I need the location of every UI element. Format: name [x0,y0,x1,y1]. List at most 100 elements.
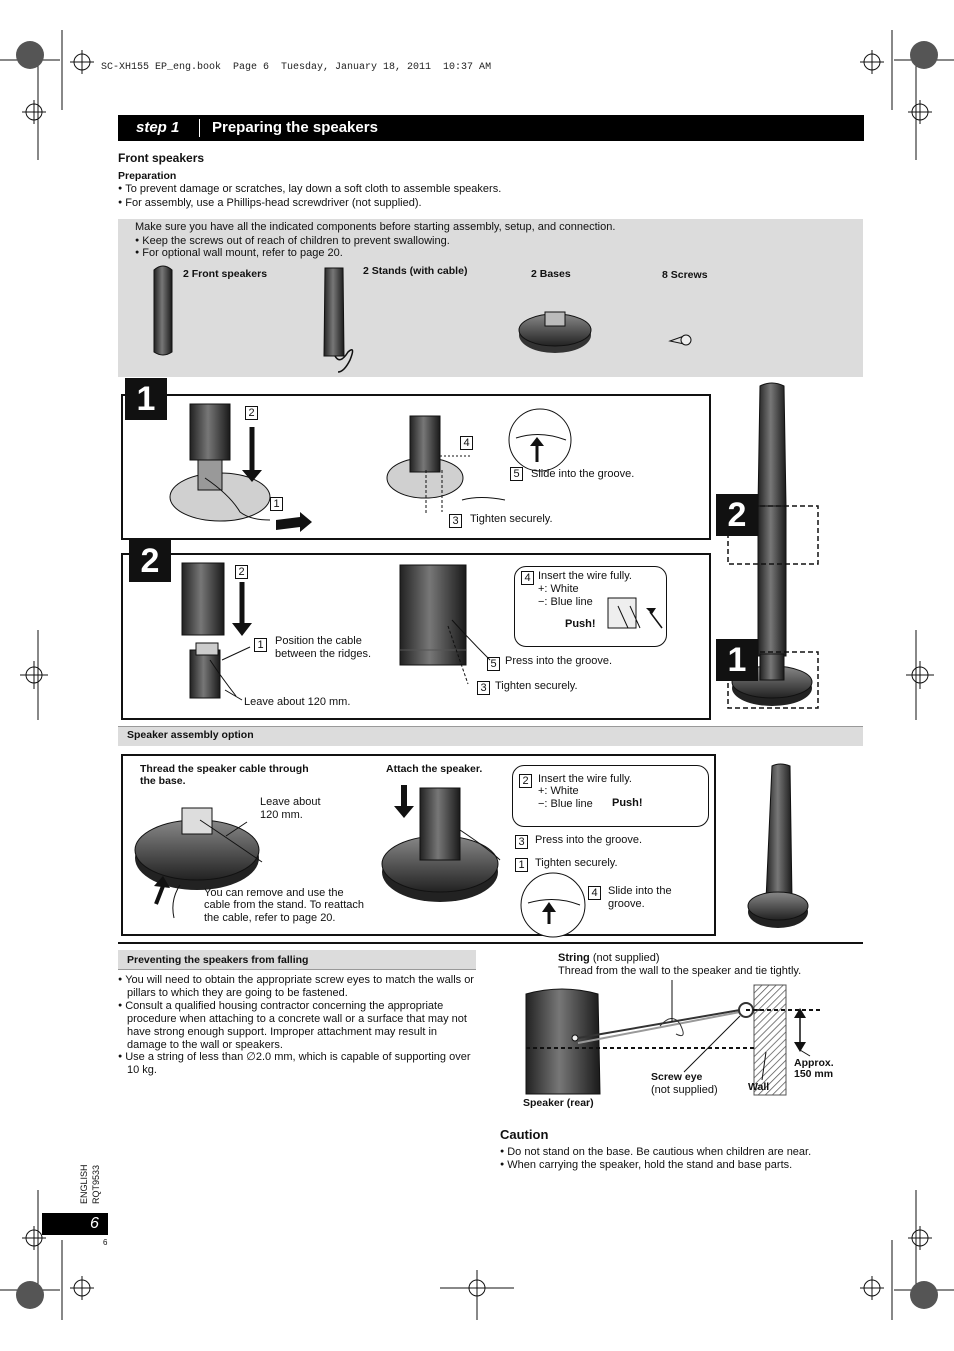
page-number: 6 [90,1215,99,1232]
caution-heading: Caution [500,1127,549,1142]
step2-plus-text: +: White [538,583,579,595]
falling-b2-line4: damage to the wall or speakers. [127,1039,283,1051]
side-label-2: 2 [716,494,758,536]
step2-number: 2 [129,540,171,582]
assembly-option-header [118,726,863,746]
title-divider [199,119,200,137]
step2-position-line1: Position the cable [275,635,362,647]
base-image [518,311,592,353]
step1-label-3: 3 [449,514,462,528]
step1-label-5: 5 [510,467,523,481]
page-title: Preparing the speakers [212,119,378,136]
string-rest: (not supplied) [589,952,660,964]
step2-wire-callout [514,566,667,647]
option-label-2: 2 [519,774,532,788]
approx-line2: 150 mm [794,1068,834,1080]
falling-header [118,950,476,970]
string-bold: String [558,952,590,964]
thread-line1: Thread the speaker cable through [140,763,309,775]
step2-minus-text: −: Blue line [538,596,593,608]
step1-label-4: 4 [460,436,473,450]
attach-text: Attach the speaker. [386,763,483,775]
falling-heading: Preventing the speakers from falling [127,954,309,966]
option-wire-callout [512,765,709,827]
item-stands: 2 Stands (with cable) [363,265,468,277]
prep-bullet-1: To prevent damage or scratches, lay down… [118,182,501,196]
option-press-text: Press into the groove. [535,834,643,846]
step1-label-2: 2 [245,406,258,420]
step2-leave-text: Leave about 120 mm. [244,696,351,708]
leave-line2: 120 mm. [260,809,303,821]
option-slide-line1: Slide into the [608,885,672,897]
wall-label: Wall [748,1081,770,1093]
front-speaker-image [153,265,173,356]
caution-bullet-2: When carrying the speaker, hold the stan… [500,1158,792,1172]
leave-line1: Leave about [260,796,321,808]
components-bullet-2: For optional wall mount, refer to page 2… [135,246,343,260]
step-label: step 1 [136,119,180,136]
components-bullet-1: Keep the screws out of reach of children… [135,234,450,248]
step2-insert-text: Insert the wire fully. [538,570,632,582]
step2-label-5: 5 [487,657,500,671]
remove-line3: the cable, refer to page 20. [204,912,336,924]
option-insert-text: Insert the wire fully. [538,773,632,785]
falling-b1-line2: pillars to which they are going to be fa… [127,987,348,999]
step2-label-2: 2 [235,565,248,579]
step2-push-text: Push! [565,618,596,630]
footer-lang: ENGLISH [79,1164,89,1204]
falling-b2-line3: have strong enough support. Improper att… [127,1026,438,1038]
falling-bullet-2: Consult a qualified housing contractor c… [118,999,488,1052]
step2-label-1: 1 [254,638,267,652]
step1-tighten-text: Tighten securely. [470,513,553,525]
components-intro: Make sure you have all the indicated com… [135,221,616,233]
option-tighten-text: Tighten securely. [535,857,618,869]
falling-b2-line1: Consult a qualified housing contractor c… [118,999,488,1013]
speaker-rear-label: Speaker (rear) [523,1097,594,1109]
step2-tighten-text: Tighten securely. [495,680,578,692]
string-label: String (not supplied) [558,952,660,965]
falling-b3-line1: Use a string of less than ∅2.0 mm, which… [118,1050,488,1064]
screw-eye-note: (not supplied) [651,1084,718,1096]
screw-image [668,334,692,346]
screw-eye-label: Screw eye [651,1071,703,1083]
page-number-box [42,1213,108,1235]
remove-line1: You can remove and use the [204,887,344,899]
option-label-4: 4 [588,886,601,900]
option-minus-text: −: Blue line [538,798,593,810]
assembly-option-heading: Speaker assembly option [127,729,254,741]
section-divider [118,942,863,944]
item-bases: 2 Bases [531,268,571,280]
falling-b1-line1: You will need to obtain the appropriate … [118,973,488,987]
stand-image [323,267,354,373]
step2-label-3: 3 [477,681,490,695]
option-push-text: Push! [612,797,643,809]
falling-bullet-1: You will need to obtain the appropriate … [118,973,488,1000]
option-slide-line2: groove. [608,898,645,910]
prep-bullet-2: For assembly, use a Phillips-head screwd… [118,196,421,210]
step2-position-line2: between the ridges. [275,648,372,660]
side-label-1: 1 [716,639,758,681]
page-number-small: 6 [103,1238,108,1247]
option-label-1: 1 [515,858,528,872]
file-header: SC-XH155 EP_eng.book Page 6 Tuesday, Jan… [101,62,492,73]
step1-slide-text: Slide into the groove. [531,468,635,480]
remove-line2: cable from the stand. To reattach [204,899,364,911]
footer-code: RQT9533 [91,1164,101,1204]
step1-label-1: 1 [270,497,283,511]
falling-b3-line2: 10 kg. [127,1064,157,1076]
step2-label-4: 4 [521,571,534,585]
item-front-speakers: 2 Front speakers [183,268,268,280]
title-bar: step 1 Preparing the speakers [118,115,864,141]
front-speakers-heading: Front speakers [118,151,205,165]
approx-line1: Approx. [794,1057,834,1069]
thread-instruction: Thread from the wall to the speaker and … [558,965,802,977]
step1-number: 1 [125,378,167,420]
option-label-3: 3 [515,835,528,849]
thread-line2: the base. [140,775,186,787]
item-screws: 8 Screws [662,269,708,281]
caution-bullet-1: Do not stand on the base. Be cautious wh… [500,1145,811,1159]
